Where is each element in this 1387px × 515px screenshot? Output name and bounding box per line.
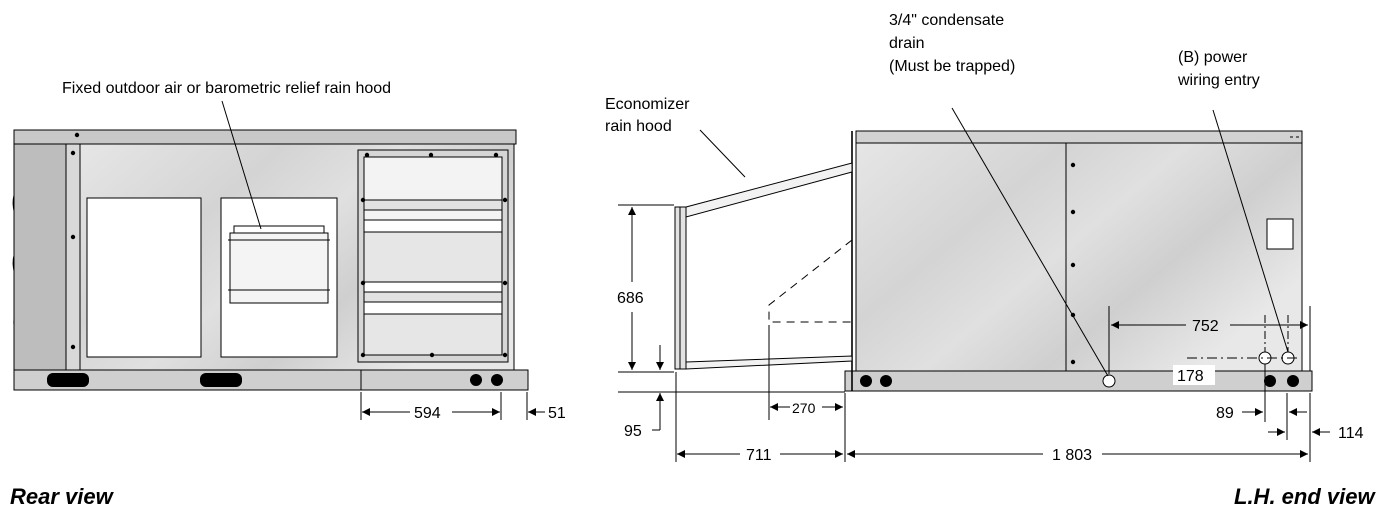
economizer-label-line2: rain hood	[605, 118, 672, 135]
unit-top-rail	[855, 130, 1303, 144]
condensate-drain-port	[1102, 374, 1116, 388]
rear-callout-leader	[221, 100, 262, 230]
service-label-plate	[1266, 218, 1294, 250]
economizer-rain-hood	[685, 162, 853, 218]
economizer-label-line1: Economizer	[605, 96, 690, 113]
rear-forklift-slot	[47, 373, 89, 387]
dim-270: 270	[792, 400, 816, 416]
rear-access-door	[86, 197, 202, 358]
dim-51: 51	[548, 405, 566, 422]
dim-594: 594	[414, 405, 441, 422]
condensate-label-line3: (Must be trapped)	[889, 58, 1015, 75]
dim-711: 711	[746, 447, 772, 464]
power-label-line1: (B) power	[1178, 49, 1248, 66]
lh-end-view: Economizer rain hood 3/4" condensate dra…	[605, 12, 1376, 509]
rear-left-strip	[13, 143, 67, 371]
rear-callout-label: Fixed outdoor air or barometric relief r…	[62, 80, 391, 97]
economizer-leader	[699, 129, 746, 178]
dim-686: 686	[617, 290, 644, 307]
rear-base-rail	[13, 369, 529, 391]
rear-top-rail	[13, 129, 517, 145]
dim-95: 95	[624, 423, 642, 440]
condensate-label-line2: drain	[889, 35, 925, 52]
rear-rain-hood	[229, 232, 329, 304]
dim-752: 752	[1192, 318, 1219, 335]
condensate-label-line1: 3/4" condensate	[889, 12, 1004, 29]
dim-1803: 1 803	[1052, 447, 1092, 464]
dim-114: 114	[1338, 425, 1364, 442]
rear-forklift-slot	[200, 373, 242, 387]
rear-view: Fixed outdoor air or barometric relief r…	[10, 80, 566, 509]
dim-89: 89	[1216, 405, 1234, 422]
lh-end-view-title: L.H. end view	[1234, 484, 1376, 509]
power-label-line2: wiring entry	[1177, 72, 1260, 89]
rear-view-title: Rear view	[10, 484, 115, 509]
rear-post	[65, 143, 81, 371]
unit-base-rail	[844, 370, 1313, 392]
power-leader	[1212, 109, 1289, 353]
dim-178: 178	[1177, 368, 1204, 385]
unit-side-panel	[855, 142, 1303, 372]
condensate-leader	[951, 107, 1109, 377]
